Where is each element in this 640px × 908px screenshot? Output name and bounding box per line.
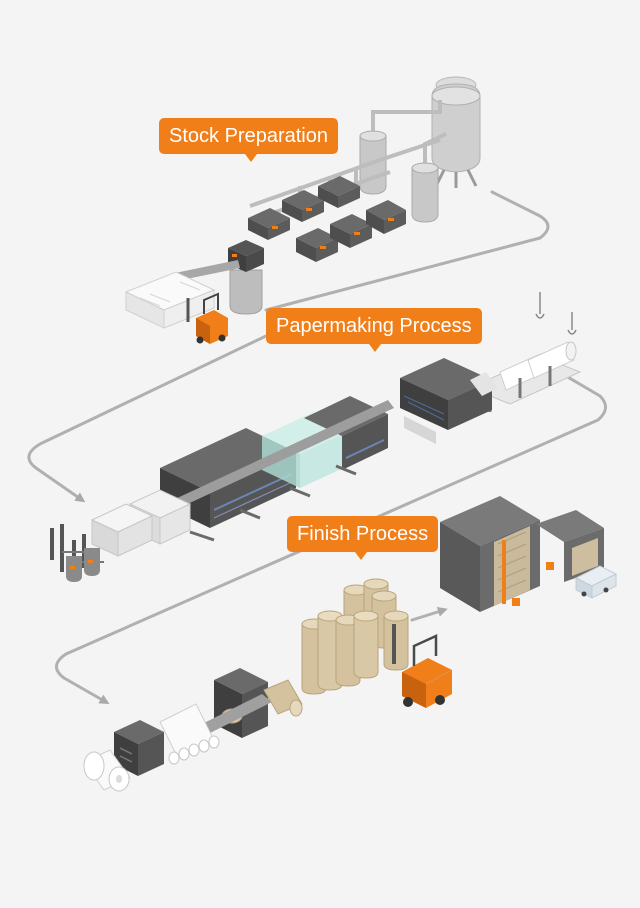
slit-rolls xyxy=(159,703,220,765)
paper-machine-icon xyxy=(160,396,394,542)
flow-line-to-warehouse xyxy=(410,607,448,622)
delivery-truck-icon xyxy=(574,565,618,599)
winder-machine xyxy=(198,668,272,738)
warehouse-icon xyxy=(440,496,604,612)
stage-label-stock-preparation: Stock Preparation xyxy=(159,118,338,162)
stage-label-papermaking-process: Papermaking Process xyxy=(266,308,482,352)
pump-icon xyxy=(282,190,324,222)
stock-preparation-area xyxy=(124,76,481,344)
forming-section xyxy=(50,489,192,582)
chest-tank-icon xyxy=(66,548,100,582)
storage-tank-icon xyxy=(431,76,481,188)
stage-label-finish-process: Finish Process xyxy=(287,516,439,560)
pump-icon xyxy=(248,208,290,240)
paper-machine-icon xyxy=(400,358,498,444)
flow-line-stock-to-paper xyxy=(264,190,550,312)
paper-roll-stack xyxy=(301,578,409,695)
finish-process-area xyxy=(83,496,618,792)
forklift-icon xyxy=(186,292,228,344)
crane-hook-icon xyxy=(535,292,577,335)
pump-icon xyxy=(318,176,360,208)
flow-line-paper-backward xyxy=(27,334,268,503)
paper-roll-icon xyxy=(263,679,303,717)
forklift-icon xyxy=(392,624,453,708)
storage-tank-icon xyxy=(411,162,439,223)
reel-section xyxy=(468,341,582,412)
paper-roll-icon xyxy=(353,610,379,679)
pulper-machine xyxy=(170,240,264,315)
pump-icon xyxy=(296,228,338,262)
pump-icon xyxy=(366,200,406,234)
pump-icon xyxy=(330,214,372,248)
papermaking-area xyxy=(50,292,582,582)
paper-roll-icon xyxy=(83,749,131,792)
